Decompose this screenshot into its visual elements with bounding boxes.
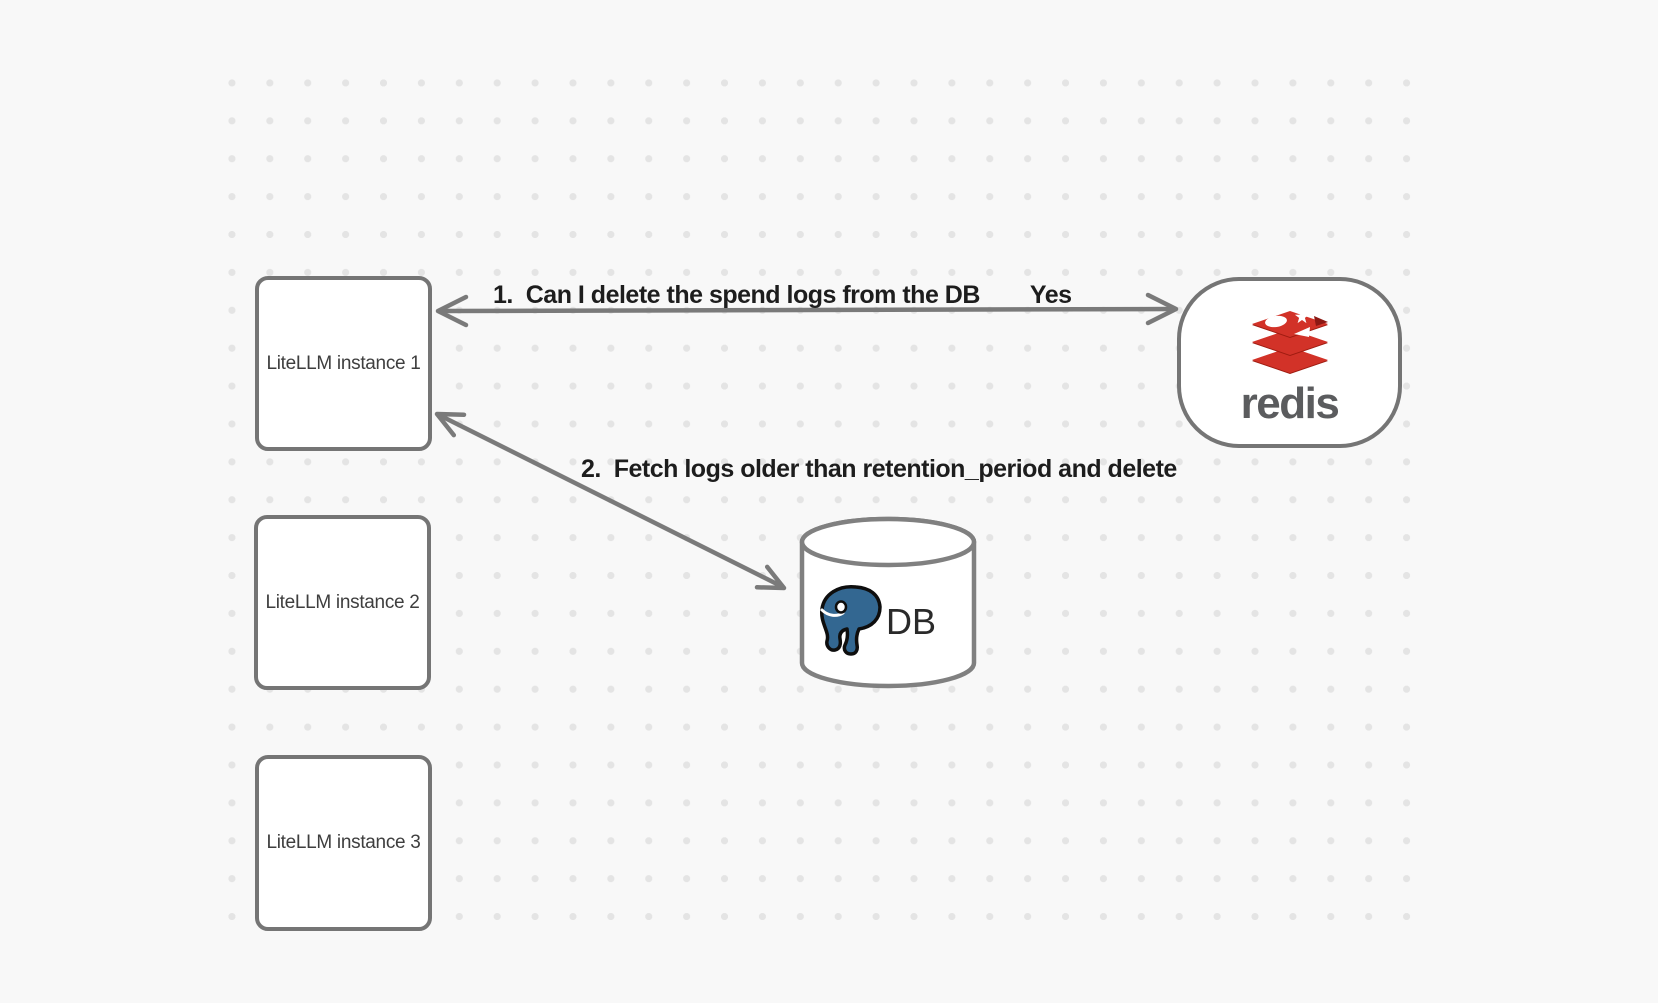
- node-redis-label: redis: [1240, 379, 1340, 428]
- node-litellm-instance-3-label: LiteLLM instance 3: [266, 832, 421, 853]
- node-db-label: DB: [886, 601, 937, 642]
- arrow1-response-label: Yes: [1029, 281, 1072, 309]
- arrow1-head-left-icon: [435, 294, 469, 328]
- redis-stack-icon: [1251, 309, 1328, 374]
- node-litellm-instance-1-label: LiteLLM instance 1: [266, 352, 421, 374]
- node-postgres-db: DB: [799, 516, 977, 689]
- arrow1-label-row: 1. Can I delete the spend logs from the …: [493, 281, 1072, 310]
- postgresql-elephant-icon: [820, 585, 882, 656]
- node-redis: redis: [1177, 277, 1402, 448]
- node-litellm-instance-2: LiteLLM instance 2: [254, 515, 431, 690]
- node-litellm-instance-3: LiteLLM instance 3: [255, 755, 432, 931]
- arrow1-head-right-icon: [1145, 292, 1179, 326]
- arrow2-shaft: [440, 414, 782, 588]
- arrow2-head-upper-icon: [434, 411, 467, 438]
- node-litellm-instance-2-label: LiteLLM instance 2: [265, 591, 420, 613]
- arrow-fetch-and-delete-logs: [434, 411, 787, 591]
- arrow1-label: 1. Can I delete the spend logs from the …: [493, 281, 980, 309]
- node-litellm-instance-1: LiteLLM instance 1: [255, 276, 432, 451]
- arrow2-label: 2. Fetch logs older than retention_perio…: [581, 455, 1177, 483]
- arrow2-head-lower-icon: [754, 564, 787, 591]
